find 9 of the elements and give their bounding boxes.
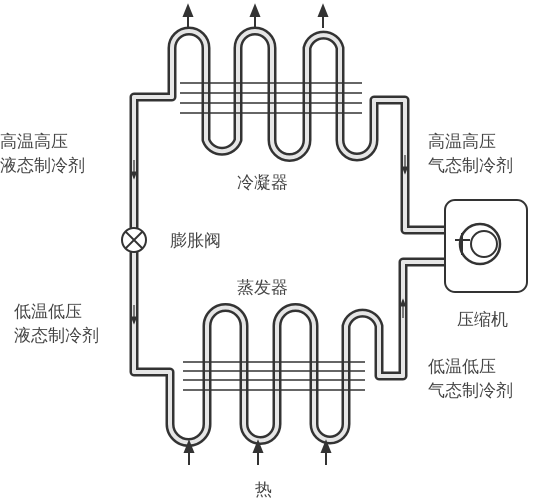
part-label: 压缩机: [457, 309, 508, 332]
state-label: 低温低压液态制冷剂: [14, 301, 99, 348]
state-label: 高温高压液态制冷剂: [0, 131, 85, 178]
state-label: 低温低压气态制冷剂: [428, 356, 513, 403]
state-label: 高温高压气态制冷剂: [428, 131, 513, 178]
part-label: 膨胀阀: [170, 230, 221, 253]
part-label: 蒸发器: [237, 277, 288, 300]
part-label: 冷凝器: [237, 172, 288, 195]
heat-label: 热: [255, 479, 272, 500]
